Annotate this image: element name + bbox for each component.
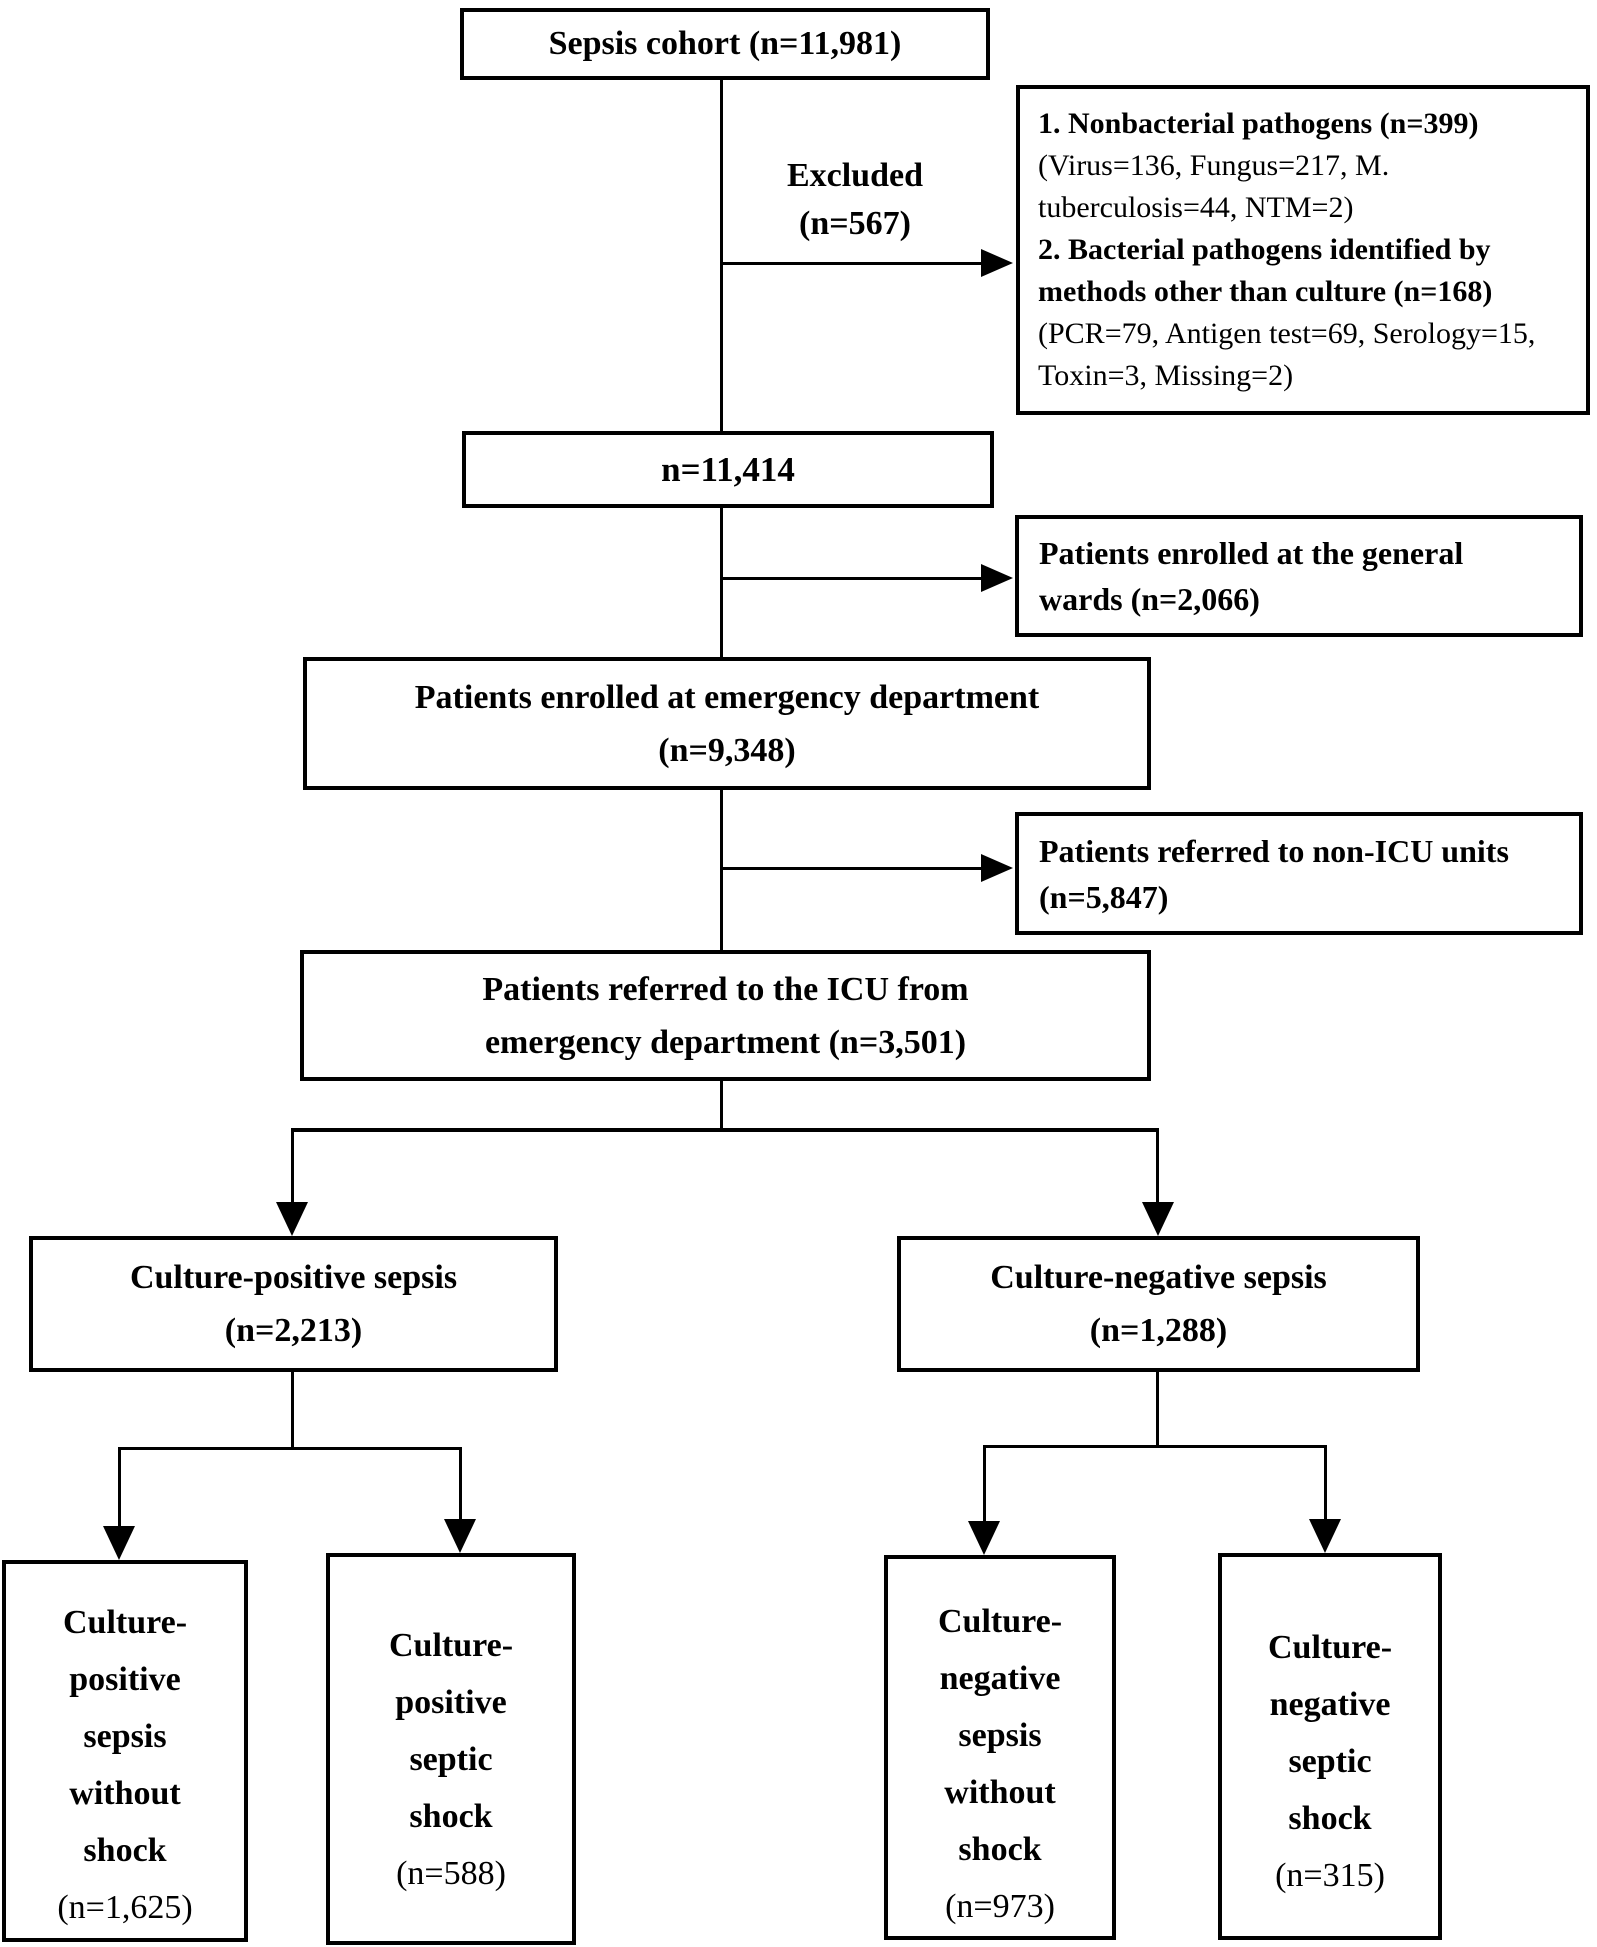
exclusion-item1-detail: (Virus=136, Fungus=217, M. tuberculosis=… xyxy=(1038,149,1390,224)
after-exclusion-box: n=11,414 xyxy=(462,431,994,508)
excluded-label: Excluded (n=567) xyxy=(786,157,924,242)
general-wards-arrow-shaft xyxy=(722,577,982,580)
cn-shock-count: (n=315) xyxy=(1275,1857,1385,1894)
exclusion-item2-detail: (PCR=79, Antigen test=69, Serology=15, T… xyxy=(1038,317,1536,392)
cn-shock-arrow-shaft xyxy=(1324,1445,1327,1521)
excluded-arrow-shaft xyxy=(722,262,982,265)
cn-shock-label: Culture- negative septic shock xyxy=(1267,1629,1393,1837)
connector-cohort-to-n11414 xyxy=(720,80,723,431)
connector-icu-to-split xyxy=(720,1081,723,1131)
non-icu-box: Patients referred to non-ICU units (n=5,… xyxy=(1015,812,1583,935)
cn-without-shock-label: Culture- negative sepsis without shock xyxy=(937,1603,1063,1868)
cp-without-shock-arrow-shaft xyxy=(118,1447,121,1528)
after-exclusion-label: n=11,414 xyxy=(661,449,795,489)
non-icu-label: Patients referred to non-ICU units (n=5,… xyxy=(1039,832,1509,915)
cn-branch-horizontal xyxy=(983,1445,1327,1448)
cp-shock-arrow-shaft xyxy=(459,1447,462,1521)
culture-negative-box: Culture-negative sepsis (n=1,288) xyxy=(897,1236,1420,1372)
culture-positive-arrow-head-icon xyxy=(276,1202,308,1236)
sepsis-cohort-box: Sepsis cohort (n=11,981) xyxy=(460,8,990,80)
excluded-arrow-head-icon xyxy=(981,249,1013,277)
cp-shock-box: Culture- positive septic shock (n=588) xyxy=(326,1553,576,1945)
icu-box: Patients referred to the ICU from emerge… xyxy=(300,950,1151,1081)
cn-without-shock-box: Culture- negative sepsis without shock (… xyxy=(884,1555,1116,1940)
culture-negative-arrow-head-icon xyxy=(1142,1202,1174,1236)
icu-label: Patients referred to the ICU from emerge… xyxy=(482,970,969,1061)
general-wards-box: Patients enrolled at the general wards (… xyxy=(1015,515,1583,637)
cp-without-shock-box: Culture- positive sepsis without shock (… xyxy=(2,1560,248,1942)
exclusion-item1-title: 1. Nonbacterial pathogens (n=399) xyxy=(1038,107,1479,140)
culture-positive-label: Culture-positive sepsis (n=2,213) xyxy=(129,1259,458,1349)
culture-negative-arrow-shaft xyxy=(1156,1128,1159,1204)
cp-without-shock-count: (n=1,625) xyxy=(57,1889,193,1926)
cp-shock-label: Culture- positive septic shock xyxy=(388,1627,514,1835)
connector-emergency-to-icu xyxy=(720,790,723,950)
cn-shock-box: Culture- negative septic shock (n=315) xyxy=(1218,1553,1442,1940)
non-icu-arrow-head-icon xyxy=(981,854,1013,882)
culture-positive-box: Culture-positive sepsis (n=2,213) xyxy=(29,1236,558,1372)
cn-without-shock-arrow-shaft xyxy=(983,1445,986,1523)
culture-negative-label: Culture-negative sepsis (n=1,288) xyxy=(990,1259,1327,1349)
emergency-department-box: Patients enrolled at emergency departmen… xyxy=(303,657,1151,790)
split-horizontal-line xyxy=(291,1128,1159,1132)
non-icu-arrow-shaft xyxy=(722,867,982,870)
cp-branch-vertical xyxy=(291,1372,294,1450)
sepsis-cohort-label: Sepsis cohort (n=11,981) xyxy=(548,25,902,62)
cp-shock-arrow-head-icon xyxy=(444,1519,476,1553)
cp-branch-horizontal xyxy=(118,1447,462,1450)
cp-shock-count: (n=588) xyxy=(396,1855,506,1892)
exclusion-detail-box: 1. Nonbacterial pathogens (n=399) (Virus… xyxy=(1016,85,1590,415)
culture-positive-arrow-shaft xyxy=(291,1128,294,1204)
connector-n11414-to-emergency xyxy=(720,508,723,657)
emergency-department-label: Patients enrolled at emergency departmen… xyxy=(414,678,1040,769)
cn-shock-arrow-head-icon xyxy=(1309,1519,1341,1553)
cn-without-shock-count: (n=973) xyxy=(945,1888,1055,1925)
cp-without-shock-label: Culture- positive sepsis without shock xyxy=(62,1604,188,1869)
exclusion-item2-title: 2. Bacterial pathogens identified by met… xyxy=(1038,233,1493,308)
cp-without-shock-arrow-head-icon xyxy=(103,1526,135,1560)
general-wards-label: Patients enrolled at the general wards (… xyxy=(1039,535,1464,617)
cn-branch-vertical xyxy=(1156,1372,1159,1448)
general-wards-arrow-head-icon xyxy=(981,564,1013,592)
cn-without-shock-arrow-head-icon xyxy=(968,1521,1000,1555)
